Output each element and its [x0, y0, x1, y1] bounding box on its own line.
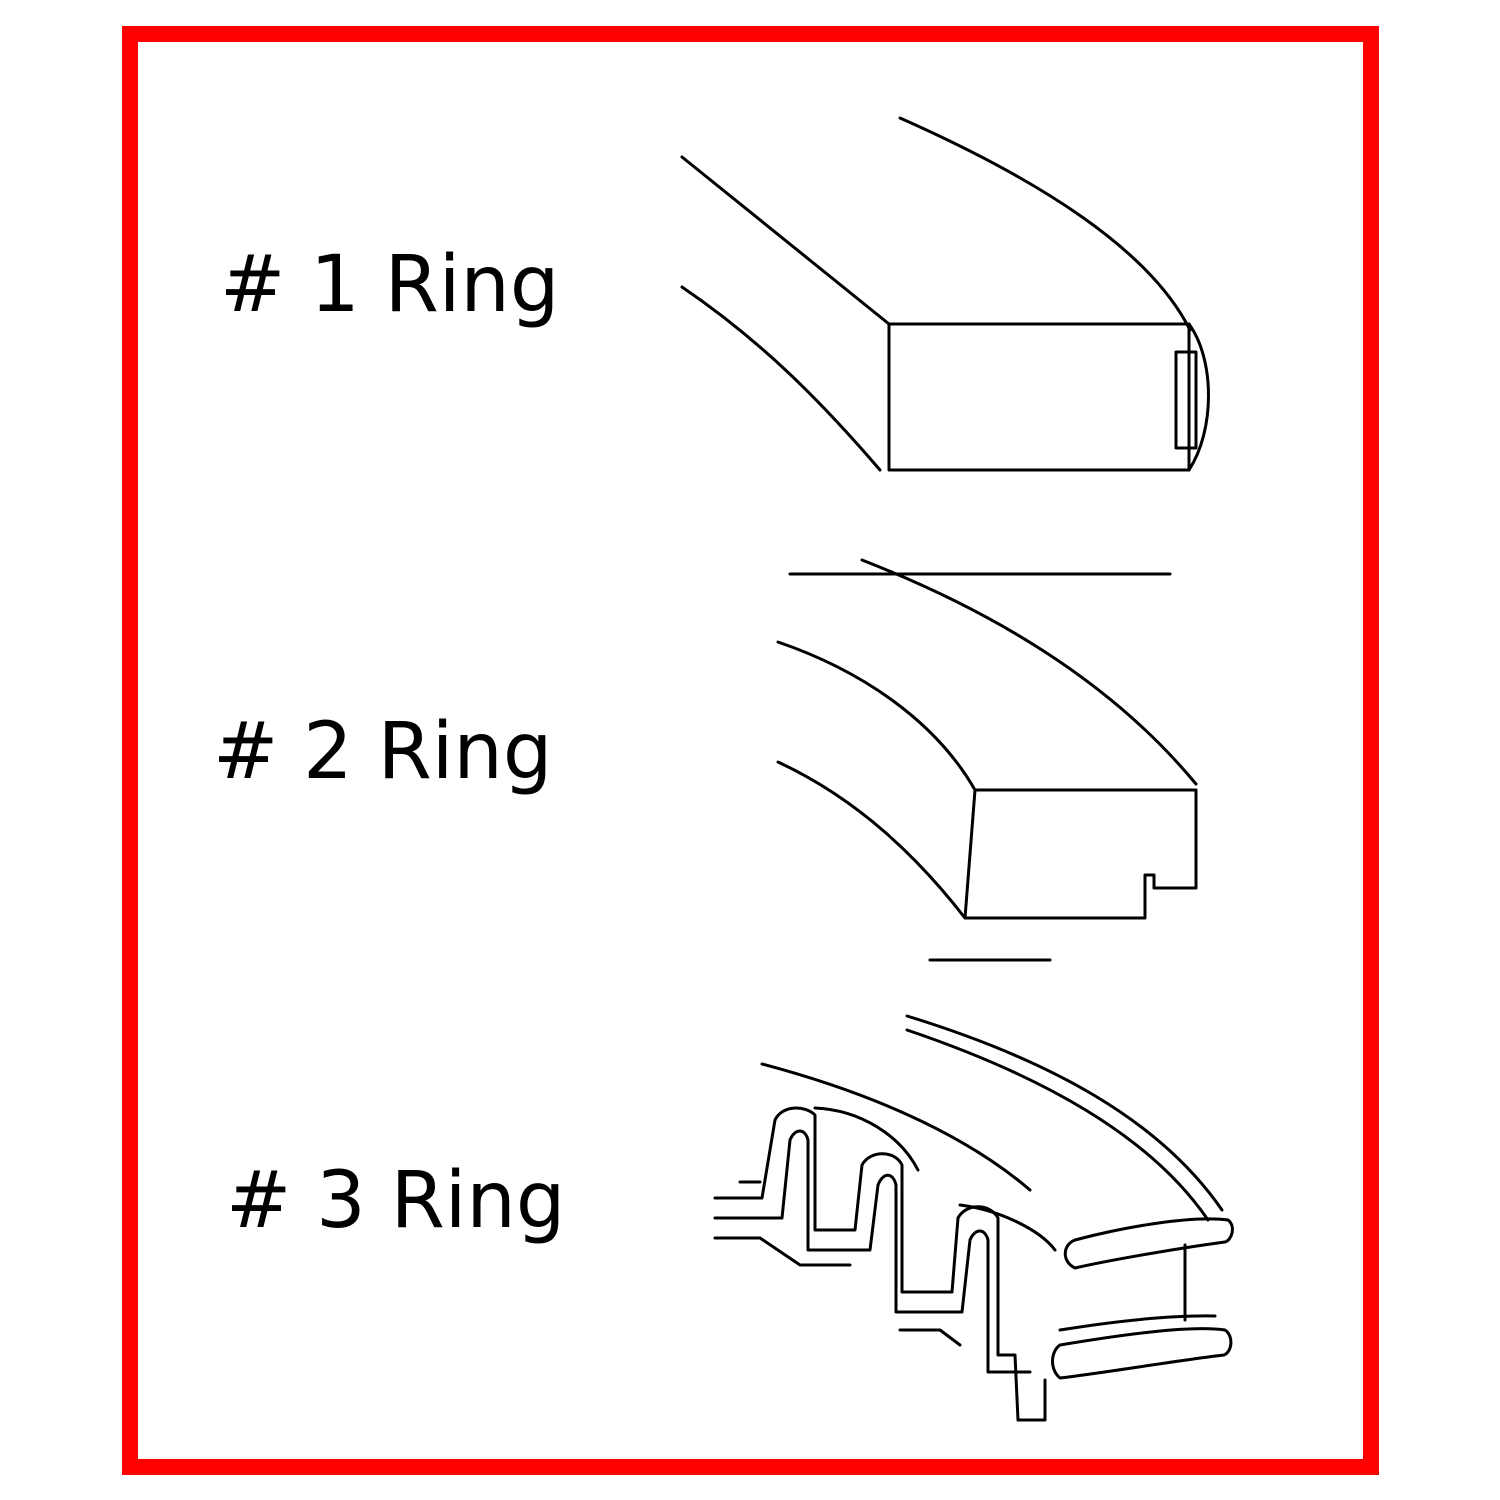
ring-1-top-curve: [898, 116, 1192, 332]
ring-1-top-outer-edge: [680, 155, 891, 326]
ring-3-lower-rail-front: [1051, 1327, 1233, 1380]
ring-2-face: [963, 788, 1198, 920]
ring-2-illustration: [776, 558, 1198, 962]
ring-1-notch: [1174, 350, 1198, 450]
diagram-frame: [122, 26, 1379, 1475]
ring-1-outer-bulge: [1187, 322, 1210, 472]
ring-1-illustration: [680, 116, 1210, 472]
ring-3-expander-wave-inner: [713, 1129, 1032, 1374]
ring-3-lower-rail-top: [1058, 1314, 1217, 1332]
ring-3-upper-rail-front: [1063, 1217, 1234, 1270]
ring-3-expander-back: [738, 1106, 1057, 1252]
ring-2-top-curve: [860, 558, 1198, 786]
ring-1-label: # 1 Ring: [220, 240, 560, 330]
ring-2-label: # 2 Ring: [213, 707, 553, 797]
ring-2-lower-curve: [776, 760, 967, 920]
ring-3-wave-rail: [713, 1236, 962, 1347]
ring-2-upper-curve: [776, 640, 977, 792]
ring-1-face: [887, 322, 1191, 472]
ring-3-upper-rail-back: [760, 1062, 1032, 1192]
ring-3-label: # 3 Ring: [226, 1156, 566, 1246]
ring-3-top-rail-outer: [905, 1014, 1224, 1212]
ring-3-top-rail-inner: [905, 1028, 1210, 1222]
ring-3-illustration: [713, 1014, 1234, 1422]
ring-1-lower-curve: [680, 285, 882, 472]
